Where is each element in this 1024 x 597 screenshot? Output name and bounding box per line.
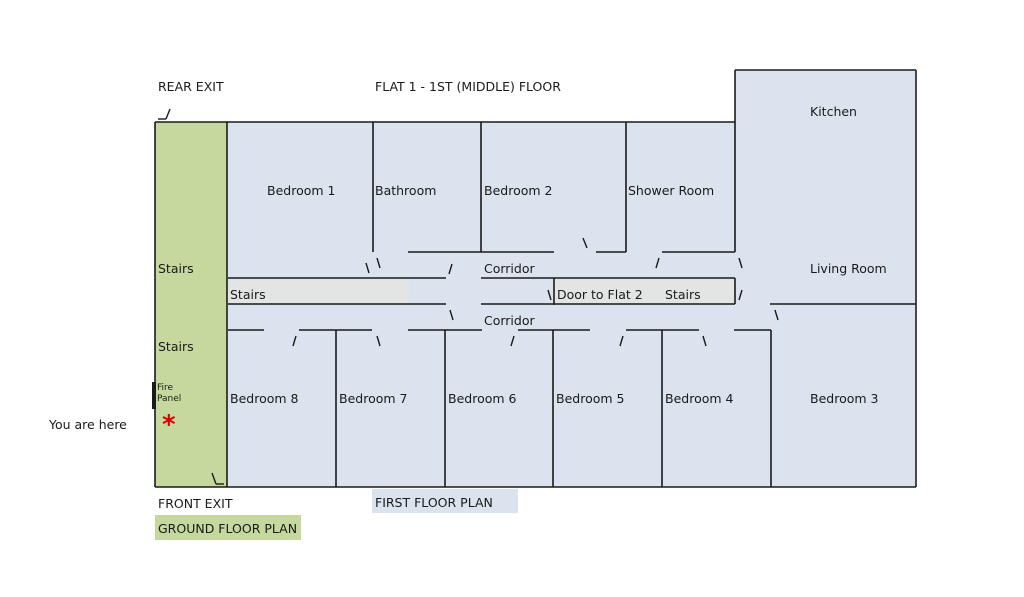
you-are-here-marker-icon: *	[162, 410, 176, 440]
room-bedroom-8: Bedroom 8	[230, 391, 299, 406]
stairs-left-label: Stairs	[230, 287, 266, 302]
room-bedroom-7: Bedroom 7	[339, 391, 408, 406]
corridor-upper-label: Corridor	[484, 261, 535, 276]
legend-ground-floor: GROUND FLOOR PLAN	[155, 515, 301, 540]
room-bathroom: Bathroom	[375, 183, 437, 198]
room-bedroom-6: Bedroom 6	[448, 391, 517, 406]
page-title: FLAT 1 - 1ST (MIDDLE) FLOOR	[375, 79, 561, 94]
stairs-left-area	[229, 280, 409, 304]
legend-first-floor: FIRST FLOOR PLAN	[372, 489, 518, 513]
ground-stairs-lower: Stairs	[158, 339, 194, 354]
ground-stairs-upper: Stairs	[158, 261, 194, 276]
ground-floor-strip	[155, 122, 227, 487]
front-exit-door-mark	[211, 472, 224, 485]
fire-panel-mark	[152, 382, 156, 409]
room-living: Living Room	[810, 261, 887, 276]
room-kitchen: Kitchen	[810, 104, 857, 119]
fire-panel-label: Fire Panel	[157, 383, 182, 404]
rear-exit-door-mark	[158, 108, 171, 120]
rear-exit-label: REAR EXIT	[158, 79, 224, 94]
you-are-here-label: You are here	[49, 417, 127, 432]
room-bedroom-1: Bedroom 1	[267, 183, 336, 198]
kitchen-living-area	[735, 70, 915, 487]
door-to-flat-2-label: Door to Flat 2	[557, 287, 643, 302]
stairs-right-area	[555, 280, 735, 304]
room-bedroom-3: Bedroom 3	[810, 391, 879, 406]
door-marks	[292, 237, 779, 347]
room-bedroom-4: Bedroom 4	[665, 391, 734, 406]
stairs-right-label: Stairs	[665, 287, 701, 302]
corridor-lower-label: Corridor	[484, 313, 535, 328]
room-bedroom-2: Bedroom 2	[484, 183, 553, 198]
front-exit-label: FRONT EXIT	[158, 496, 233, 511]
room-bedroom-5: Bedroom 5	[556, 391, 625, 406]
room-shower: Shower Room	[628, 183, 715, 198]
